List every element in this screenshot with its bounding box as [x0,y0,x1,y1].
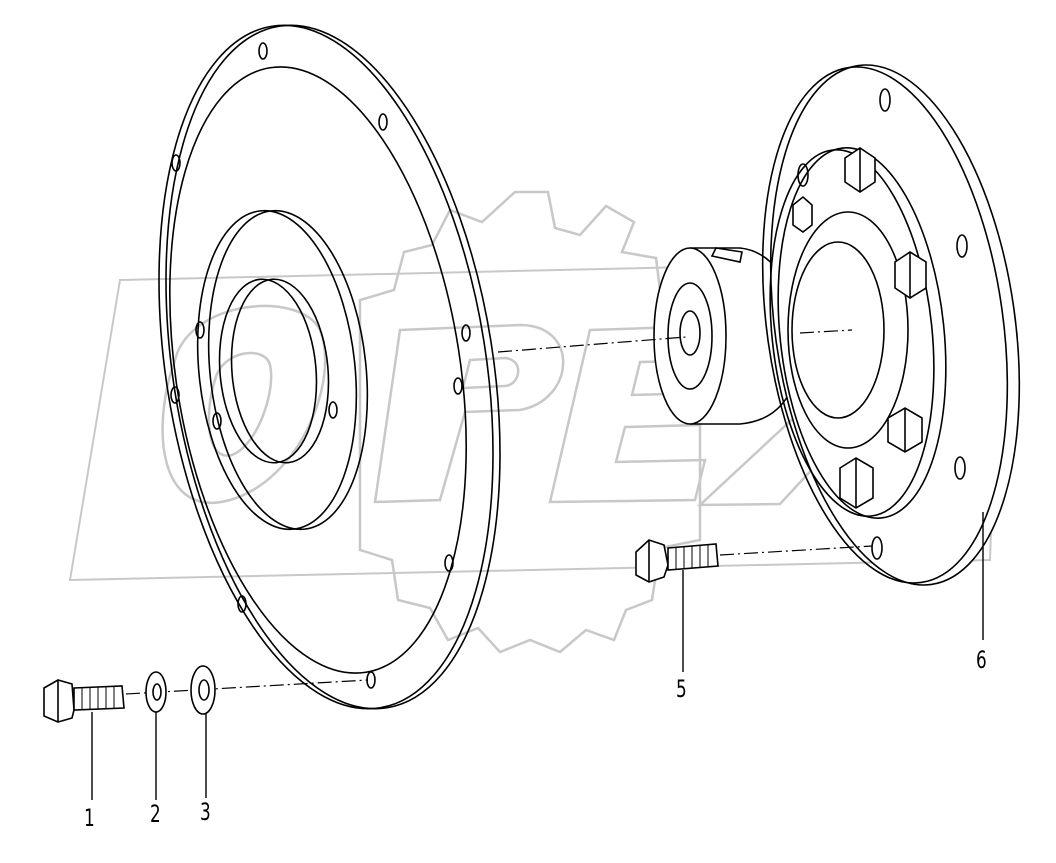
flange-center-bore-edge [230,278,330,464]
large-flange-plate [158,24,501,710]
hex-bolt-head [839,457,874,509]
flange-hub-step-edge [207,209,369,531]
watermark-letter-p [373,323,565,504]
screw-1-shank [73,685,125,711]
screw-5-centerline [719,545,873,556]
right-flange-center-bore [791,241,885,419]
part-label-2: 2 [150,800,161,828]
lock-washer-part-2 [145,671,167,800]
screw-5-shank [667,543,719,571]
bolt-hole [212,412,222,430]
screw-5-threads [675,545,709,570]
right-flange-raised-face [777,147,947,519]
part-label-5: 5 [676,675,687,703]
bolt-hole [444,554,454,572]
right-flange-assembly [761,64,1021,640]
bolt-hole [258,42,268,60]
main-axis-centerline [497,336,687,353]
bolt-hole [461,324,471,342]
screw-1-head [43,679,75,723]
watermark-gear-outline [358,190,702,654]
right-flange-outer [769,64,1021,586]
screw-5-head [635,539,669,583]
bolt-hole [871,536,883,560]
hex-bolt-head [792,195,813,233]
watermark-letter-o [161,304,327,504]
part-label-6: 6 [976,646,987,674]
bolt-hole [171,154,181,172]
flat-washer-part-3 [190,665,216,798]
bolt-hole [237,595,247,613]
bolt-hole [797,163,809,187]
bolt-hole [954,456,966,480]
right-flange-outer-edge [761,66,1009,584]
right-flange-raised-face-edge [769,149,935,517]
flange-outer-rim-edge [165,24,501,710]
right-flange-bolt-holes [797,88,968,560]
hex-bolt-head [844,147,876,193]
cap-screw-part-5 [635,539,719,672]
part-label-3: 3 [200,798,211,826]
washer-3-inner [198,679,210,701]
right-flange-hex-bolts [792,147,927,509]
hex-bolt-head [887,407,923,453]
hub-split-slot [710,247,743,263]
bolt-hole [453,377,463,395]
hex-bolt-head [894,251,927,299]
bolt-hole [956,234,968,258]
screw-1-threads [81,686,115,710]
cap-screw-part-1 [43,679,125,800]
bolt-hole [879,88,891,112]
bolt-hole [366,671,376,689]
main-axis-centerline-right [799,329,853,334]
flange-bolt-circle [169,66,467,674]
flange-bolt-holes [170,42,471,689]
assembly-centerlines [125,329,873,695]
bolt-hole [195,321,205,339]
flange-hub-step [196,209,358,531]
bolt-hole [378,113,388,131]
flange-center-bore [218,278,318,464]
bolt-hole [328,401,338,419]
screw-1-centerline [125,679,369,695]
part-label-1: 1 [84,804,95,832]
right-flange-center-boss [787,211,909,449]
washer-2-inner [152,683,162,701]
hub-shaft-bore [679,310,701,356]
bolt-hole [170,386,180,404]
hub-inner-ring [667,282,713,390]
hub-front-face [653,247,727,425]
